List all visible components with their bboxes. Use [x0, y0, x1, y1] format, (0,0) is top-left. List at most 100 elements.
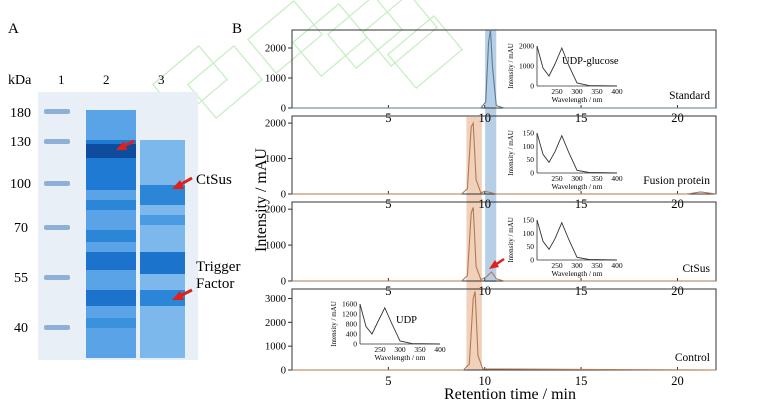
x-tick-label: 15	[575, 197, 588, 211]
marker-70: 70	[14, 221, 28, 236]
series-line	[292, 29, 716, 109]
y-tick-label: 0	[281, 190, 286, 201]
inset-x-tick-label: 250	[551, 174, 563, 183]
series-name-label: Fusion protein	[643, 175, 710, 187]
marker-130: 130	[10, 135, 31, 150]
inset-y-tick-label: 0	[530, 82, 534, 91]
marker-40: 40	[14, 321, 28, 336]
inset-x-tick-label: 350	[591, 87, 603, 96]
x-tick-label: 5	[385, 284, 391, 298]
series-name-label: Control	[675, 352, 710, 364]
x-tick-label: 20	[671, 111, 684, 125]
x-tick-label: 10	[478, 374, 491, 388]
inset-y-tick-label: 0	[353, 340, 357, 349]
inset-x-tick-label: 300	[571, 261, 583, 270]
inset-y-tick-label: 50	[527, 155, 535, 164]
inset-x-tick-label: 400	[611, 261, 623, 270]
inset-y-tick-label: 0	[530, 169, 534, 178]
orange-band	[466, 117, 482, 370]
panel-frame	[291, 288, 717, 371]
inset-x-tick-label: 300	[571, 87, 583, 96]
inset-title: UDP-glucose	[562, 56, 619, 67]
x-tick-label: 20	[671, 374, 684, 388]
panel-b-label: B	[232, 21, 242, 37]
inset-y-tick-label: 100	[523, 142, 535, 151]
inset-x-tick-label: 250	[374, 345, 386, 354]
inset-x-tick-label: 250	[551, 87, 563, 96]
marker-180: 180	[10, 106, 31, 121]
ctsus-arrow	[489, 257, 505, 269]
inset-y-tick-label: 100	[523, 229, 535, 238]
inset-spectrum-line	[359, 303, 441, 345]
panel-frame	[291, 29, 717, 109]
y-tick-label: 2000	[265, 119, 286, 130]
lane-label-2: 2	[103, 72, 110, 87]
inset-y-tick-label: 150	[523, 216, 535, 225]
marker-100: 100	[10, 177, 31, 192]
inset-y-label: Intensity / mAU	[330, 301, 338, 347]
series-name-label: CtSus	[683, 263, 711, 275]
inset-x-label: Wavelength / nm	[551, 95, 602, 104]
x-tick-label: 20	[671, 284, 684, 298]
lane-3	[140, 140, 185, 358]
inset-spectrum-line	[536, 132, 618, 174]
lane-label-1: 1	[58, 72, 65, 87]
x-tick-label: 10	[478, 197, 491, 211]
inset-y-tick-label: 1000	[519, 62, 534, 71]
x-tick-label: 20	[671, 197, 684, 211]
y-tick-label: 1000	[265, 342, 286, 353]
x-tick-label: 15	[575, 374, 588, 388]
lane-1-ladder	[44, 109, 70, 330]
inset-y-label: Intensity / mAU	[507, 130, 515, 176]
inset-x-tick-label: 250	[551, 261, 563, 270]
lane-label-3: 3	[158, 72, 165, 87]
x-tick-label: 15	[575, 284, 588, 298]
chromatogram-1: 0 1000 2000 5 10 15 20 Fusion protein 0 50 100 150 2…	[265, 115, 717, 211]
y-tick-label: 1000	[265, 74, 286, 85]
x-tick-label: 10	[478, 284, 491, 298]
panel-frame	[291, 201, 717, 282]
y-tick-label: 3000	[265, 294, 286, 305]
red-arrows	[116, 139, 193, 300]
inset-x-label: Wavelength / nm	[374, 353, 425, 362]
inset-y-tick-label: 150	[523, 129, 535, 138]
x-tick-label: 15	[575, 111, 588, 125]
inset-x-tick-label: 400	[611, 174, 623, 183]
blue-band	[485, 30, 497, 282]
inset-y-label: Intensity / mAU	[507, 43, 515, 89]
annotation-factor: Factor	[196, 276, 234, 292]
inset-x-tick-label: 400	[611, 87, 623, 96]
inset-spectrum-line	[536, 45, 618, 87]
y-tick-label: 0	[281, 277, 286, 288]
x-tick-label: 10	[478, 111, 491, 125]
inset-y-tick-label: 0	[530, 256, 534, 265]
x-tick-label: 5	[385, 197, 391, 211]
inset-x-tick-label: 350	[591, 174, 603, 183]
x-tick-label: 5	[385, 111, 391, 125]
inset-y-tick-label: 400	[346, 330, 358, 339]
annotation-ctsus: CtSus	[196, 172, 232, 188]
watermark-outlines	[152, 0, 463, 119]
inset-x-label: Wavelength / nm	[551, 182, 602, 191]
annotation-trigger: Trigger	[196, 259, 240, 275]
highlight-bands	[466, 30, 497, 370]
inset-title: UDP	[396, 315, 417, 326]
inset-x-label: Wavelength / nm	[551, 269, 602, 278]
y-axis-label: Intensity / mAU	[253, 148, 270, 252]
series-line	[292, 121, 717, 195]
inset-y-label: Intensity / mAU	[507, 217, 515, 263]
y-tick-label: 1000	[265, 154, 286, 165]
inset-x-tick-label: 400	[434, 345, 446, 354]
y-tick-label: 2000	[265, 205, 286, 216]
x-tick-label: 5	[385, 374, 391, 388]
panel-a-label: A	[8, 21, 19, 37]
inset-x-tick-label: 300	[571, 174, 583, 183]
y-tick-label: 1000	[265, 241, 286, 252]
